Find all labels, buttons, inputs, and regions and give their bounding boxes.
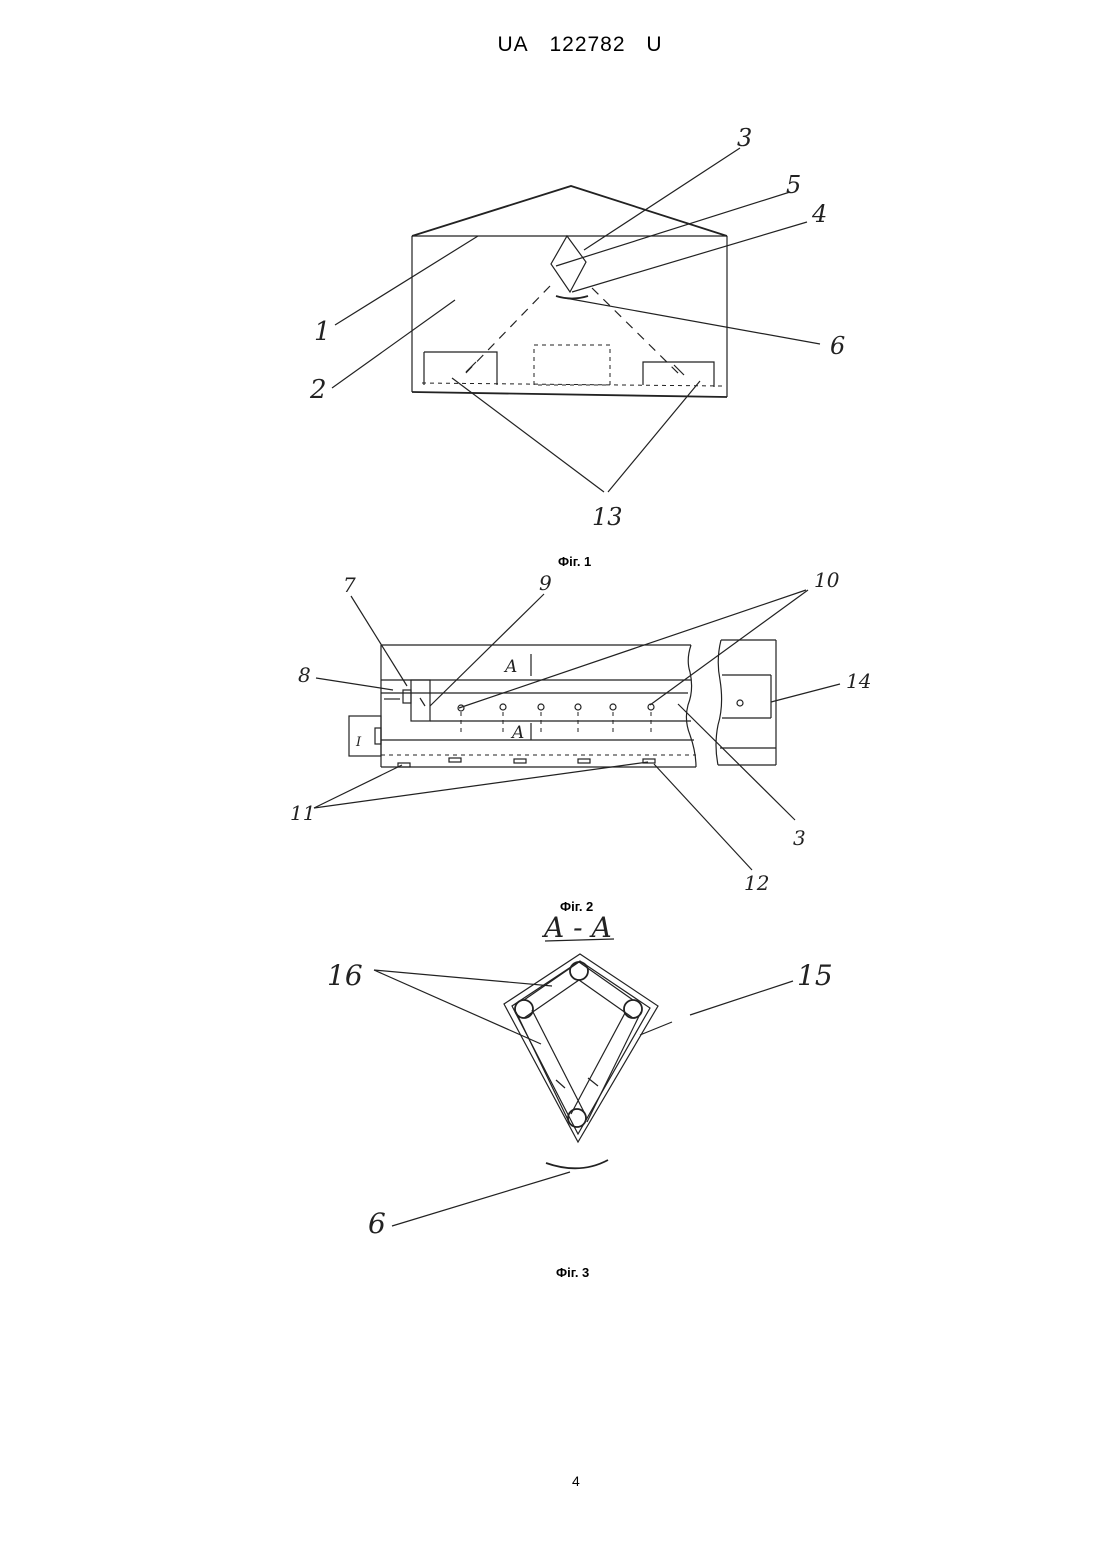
- fig3-label-15: 15: [797, 959, 833, 992]
- page-number: 4: [572, 1473, 580, 1489]
- fig1-lamp-arc: [556, 296, 588, 299]
- fig2-mark-I: I: [355, 735, 362, 750]
- figure-3-drawing: A - A 16 15 6: [327, 911, 833, 1240]
- fig1-label-2: 2: [309, 375, 327, 405]
- fig3-label-6: 6: [368, 1207, 386, 1240]
- fig2-label-12: 12: [744, 871, 769, 895]
- fig2-label-9: 9: [539, 571, 552, 595]
- fig1-label-4: 4: [811, 200, 827, 228]
- fig2-label-10: 10: [814, 568, 840, 592]
- fig2-caption: Фіг. 2: [560, 899, 593, 914]
- fig1-caption: Фіг. 1: [558, 554, 591, 569]
- fig3-label-16: 16: [327, 959, 363, 992]
- fig3-caption: Фіг. 3: [556, 1265, 589, 1280]
- fig2-section-mark-top: A: [503, 657, 517, 677]
- fig2-nozzles: [458, 704, 654, 736]
- fig1-label-3: 3: [737, 124, 752, 152]
- fig3-lamp-arc: [546, 1160, 608, 1168]
- fig1-label-1: 1: [314, 317, 331, 347]
- fig3-roller-top: [570, 962, 588, 980]
- roof-outline: [412, 186, 727, 236]
- fig2-label-7: 7: [343, 573, 356, 597]
- fig1-label-13: 13: [592, 503, 623, 531]
- figure-1-drawing: 1 2 3 5 4 6 13: [309, 124, 845, 531]
- fig2-section-mark-bottom: A: [510, 723, 524, 743]
- fig2-label-8: 8: [298, 663, 311, 687]
- fig3-outer-shroud: [504, 954, 658, 1142]
- fig1-diamond: [551, 236, 586, 292]
- fig1-label-6: 6: [830, 332, 845, 360]
- fig2-label-14: 14: [846, 669, 871, 693]
- fig2-label-11: 11: [290, 801, 315, 825]
- fig2-floor-slots: [398, 758, 655, 767]
- figure-2-drawing: A A I 7 8 9 10 14 3 12 11: [290, 568, 871, 895]
- fig2-label-3: 3: [793, 826, 806, 850]
- fig1-label-5: 5: [786, 171, 801, 199]
